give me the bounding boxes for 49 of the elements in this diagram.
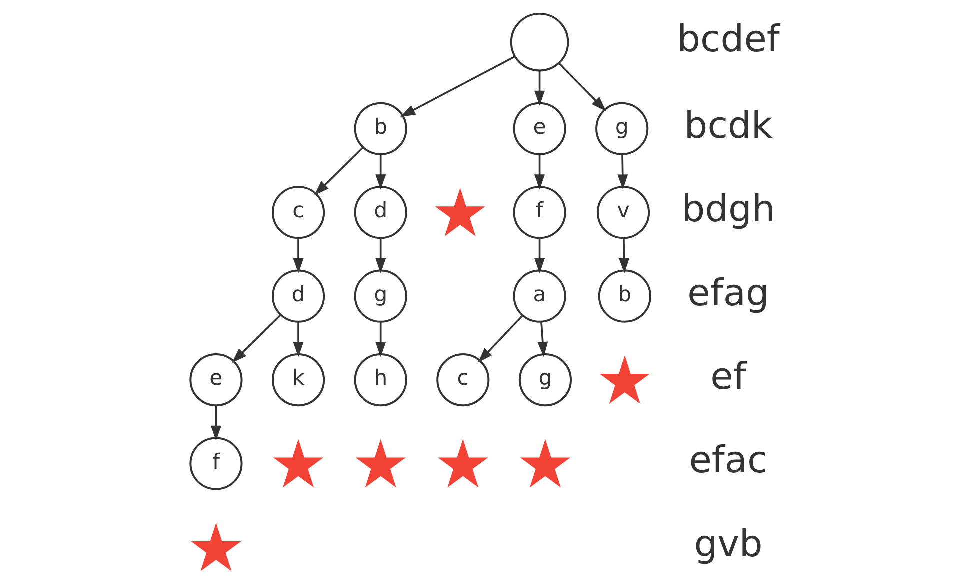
node-star [438,439,488,488]
node-star [600,356,650,404]
node-star [435,188,486,237]
node-circle: b [598,270,652,323]
node-circle: g [596,102,649,156]
node-star [520,439,571,488]
node-star [356,439,406,488]
arrow [210,406,222,441]
node-circle: k [272,354,326,407]
node-circle: e [513,102,566,156]
node-circle: h [354,354,408,407]
node-circle: f [190,437,243,490]
node-circle: g [354,270,408,323]
arrow [293,322,304,358]
label: bcdef [677,17,780,60]
node-star [191,522,242,572]
node-star [273,439,324,488]
node-circle: b [354,102,408,156]
label: ef [710,355,746,398]
arrow [534,154,546,190]
arrow [478,315,524,363]
arrow [314,147,364,196]
arrow [618,154,628,190]
arrow [538,322,548,358]
arrow [534,71,546,106]
arrow [232,314,282,364]
label: efac [689,438,768,482]
arrow [558,62,606,112]
arrow [376,322,386,358]
node-circle: c [436,354,490,407]
node-circle: d [272,270,326,323]
label: bcdk [684,104,773,147]
arrow [376,154,386,190]
node-circle: c [272,186,326,240]
node-circle: g [518,354,572,407]
node-circle: e [190,354,243,407]
node-circle: d [354,186,408,240]
arrow [619,238,630,274]
node-circle [510,12,570,72]
node-circle: v [596,186,650,240]
arrow [534,238,546,274]
arrow [376,238,386,274]
arrow [400,56,516,118]
label: efag [688,271,770,314]
label: gvb [694,522,763,566]
label: bdgh [682,188,776,231]
arrow [293,238,304,274]
node-circle: f [513,186,566,240]
node-circle: a [513,270,566,323]
